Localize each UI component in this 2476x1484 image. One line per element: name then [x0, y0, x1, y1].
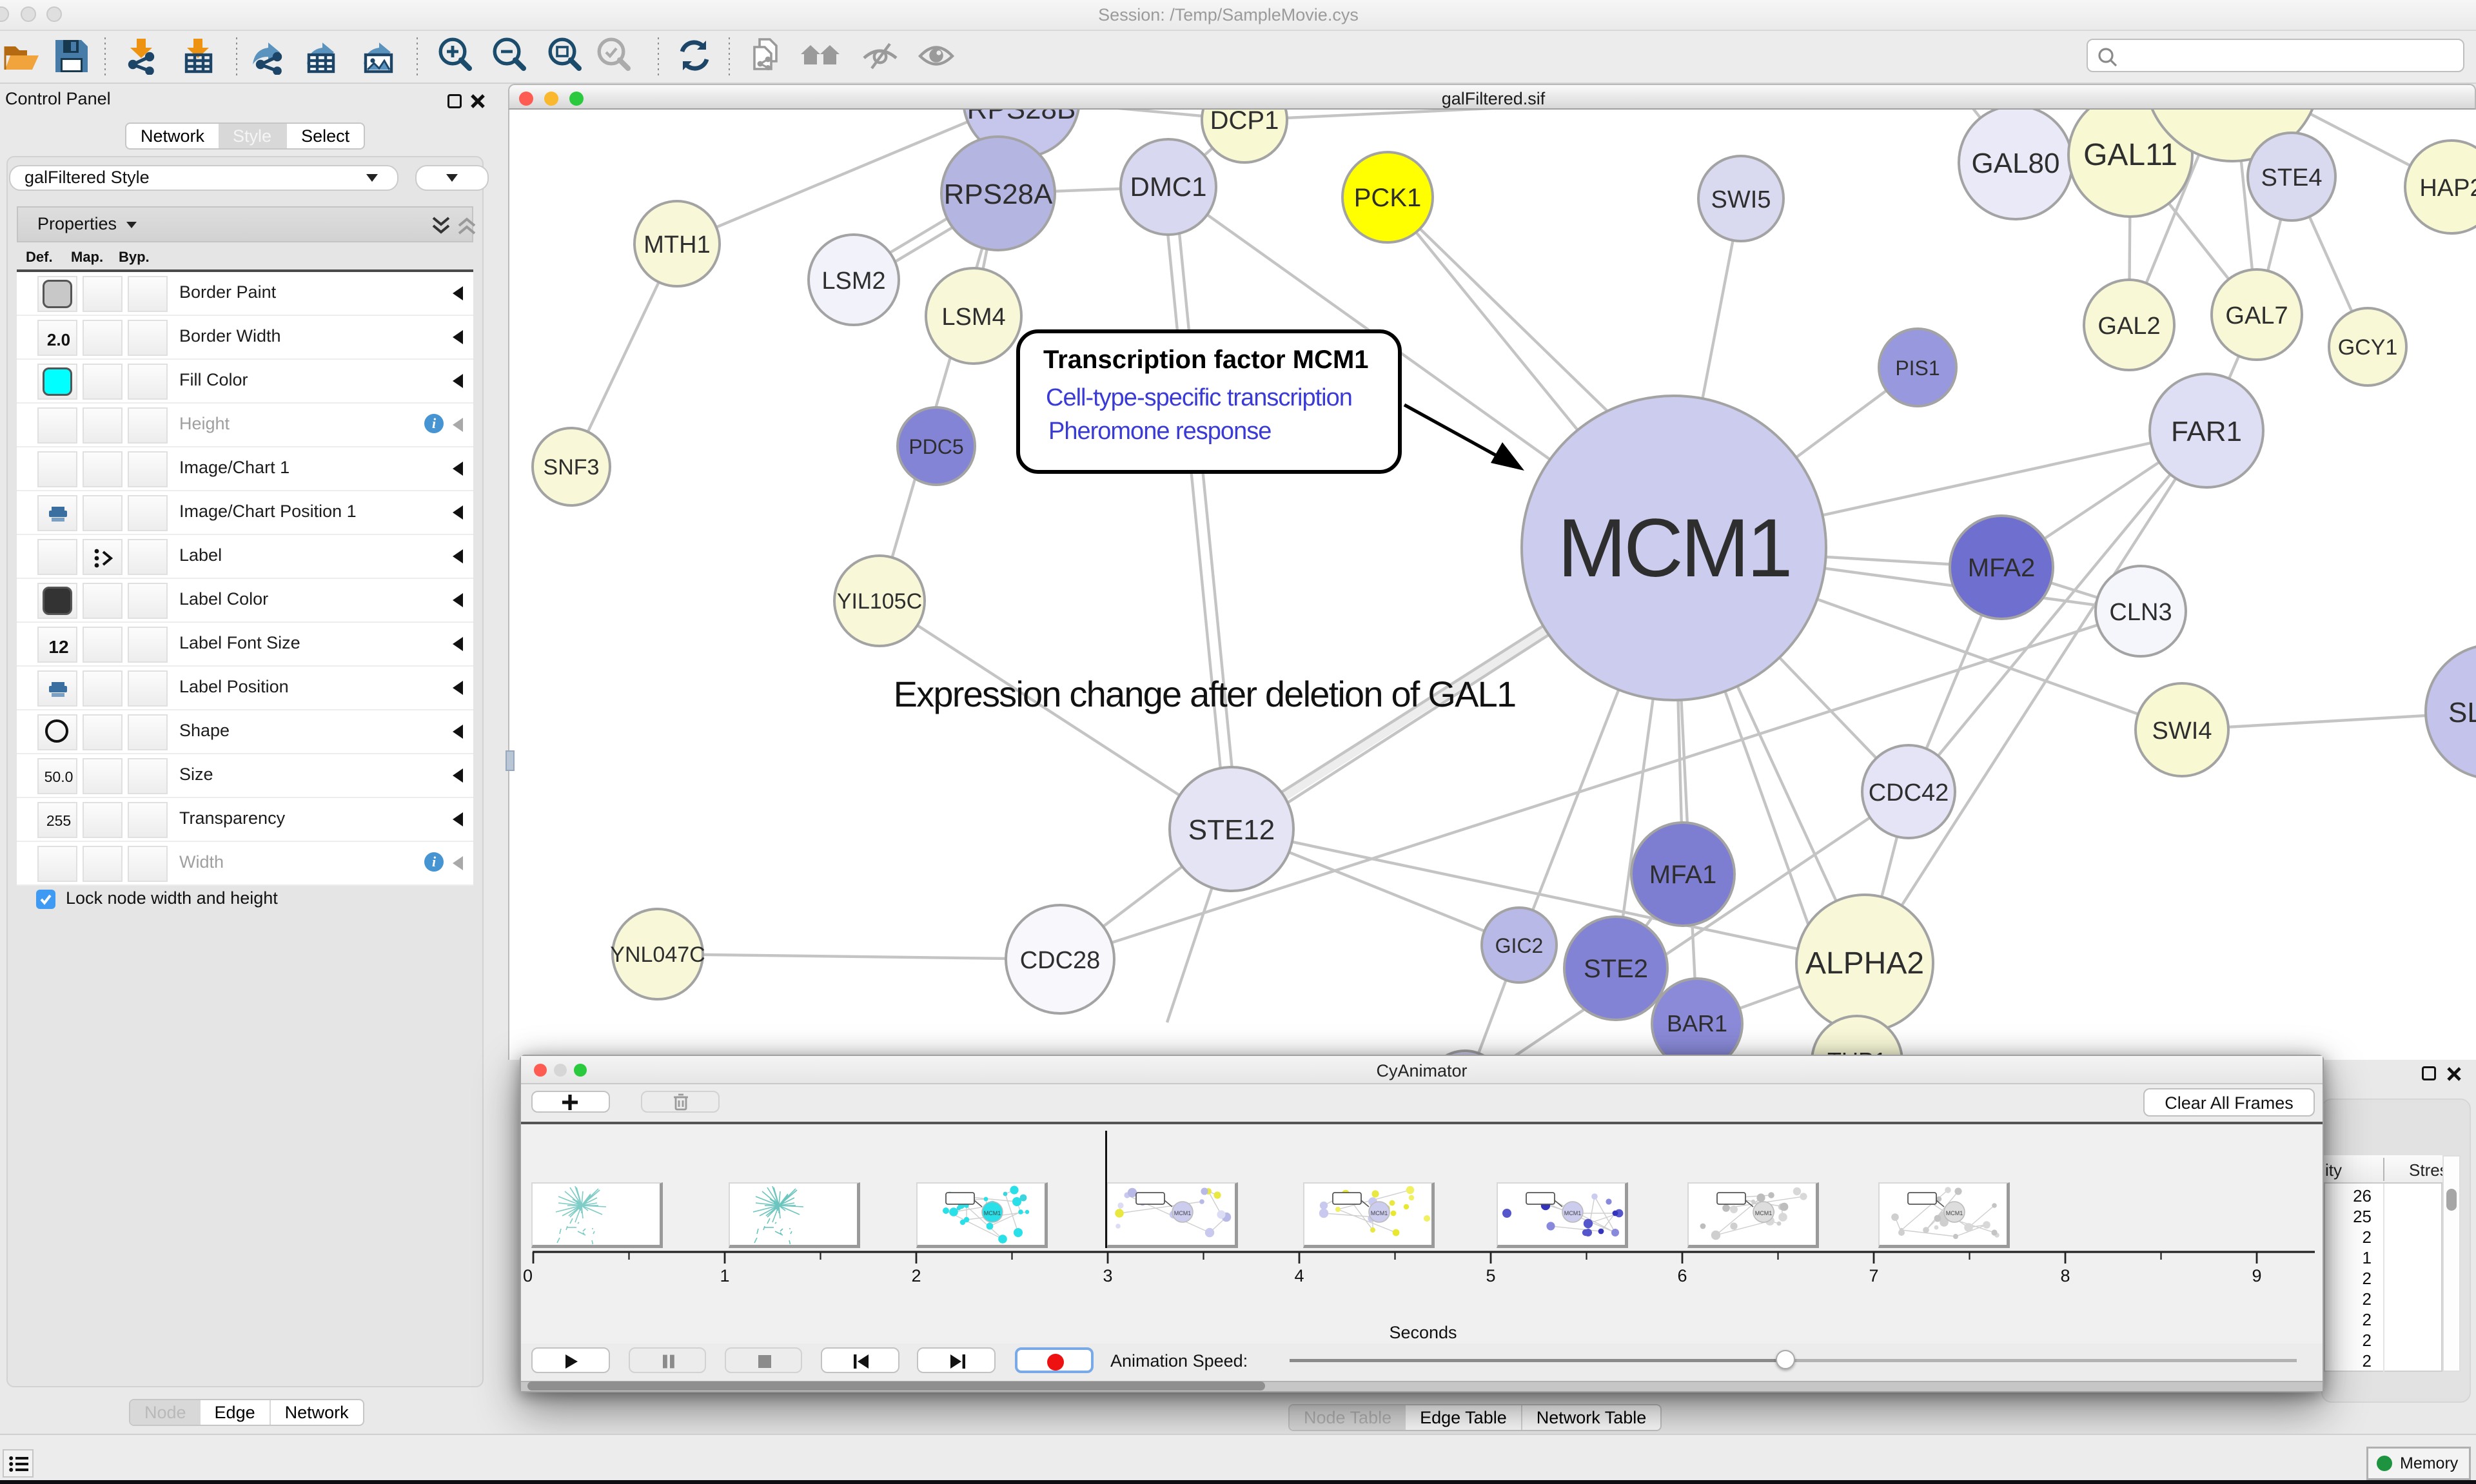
svg-text:GIC2: GIC2	[1495, 934, 1544, 957]
svg-text:SWI5: SWI5	[1711, 186, 1771, 213]
svg-text:HAP2: HAP2	[2419, 175, 2476, 202]
svg-text:YNL047C: YNL047C	[610, 942, 705, 967]
svg-text:MCM1: MCM1	[1174, 1210, 1192, 1216]
svg-text:MCM1: MCM1	[1755, 1210, 1773, 1216]
svg-text:MFA1: MFA1	[1649, 861, 1716, 889]
svg-text:CLN3: CLN3	[2109, 599, 2172, 626]
svg-text:BAR1: BAR1	[1667, 1010, 1727, 1037]
svg-text:GAL7: GAL7	[2225, 302, 2288, 329]
svg-text:STE2: STE2	[1584, 955, 1648, 983]
svg-text:PDC5: PDC5	[909, 435, 963, 458]
svg-text:MCM1: MCM1	[1946, 1210, 1963, 1216]
svg-text:PCK1: PCK1	[1354, 184, 1422, 212]
svg-text:DMC1: DMC1	[1130, 171, 1206, 202]
svg-text:SNF3: SNF3	[544, 455, 600, 480]
svg-text:MCM1: MCM1	[1371, 1210, 1388, 1216]
svg-text:GCY1: GCY1	[2338, 335, 2398, 360]
svg-text:YIL105C: YIL105C	[837, 589, 922, 614]
svg-text:MCM1: MCM1	[1558, 502, 1791, 594]
svg-text:GAL80: GAL80	[1972, 148, 2060, 179]
svg-text:LSM4: LSM4	[941, 304, 1005, 331]
svg-text:ALPHA2: ALPHA2	[1805, 946, 1924, 981]
svg-text:PIS1: PIS1	[1895, 356, 1940, 380]
svg-text:SLT2: SLT2	[2448, 697, 2476, 728]
svg-text:GAL11: GAL11	[2083, 138, 2177, 172]
svg-text:RPS28B: RPS28B	[967, 110, 1076, 125]
svg-text:FAR1: FAR1	[2171, 416, 2242, 447]
svg-text:RPS28A: RPS28A	[944, 179, 1053, 210]
svg-text:MTH1: MTH1	[644, 231, 710, 259]
svg-text:CDC28: CDC28	[1020, 947, 1101, 974]
svg-text:LSM2: LSM2	[821, 268, 885, 295]
svg-text:SWI4: SWI4	[2152, 718, 2212, 745]
svg-text:CDC42: CDC42	[1869, 779, 1949, 806]
svg-text:DCP1: DCP1	[1210, 110, 1279, 135]
svg-text:MCM1: MCM1	[1564, 1210, 1582, 1216]
svg-text:MFA2: MFA2	[1968, 554, 2035, 582]
svg-text:STE4: STE4	[2261, 164, 2322, 191]
svg-text:GAL2: GAL2	[2098, 313, 2160, 340]
svg-text:MCM1: MCM1	[984, 1210, 1001, 1216]
svg-text:STE12: STE12	[1188, 814, 1275, 846]
